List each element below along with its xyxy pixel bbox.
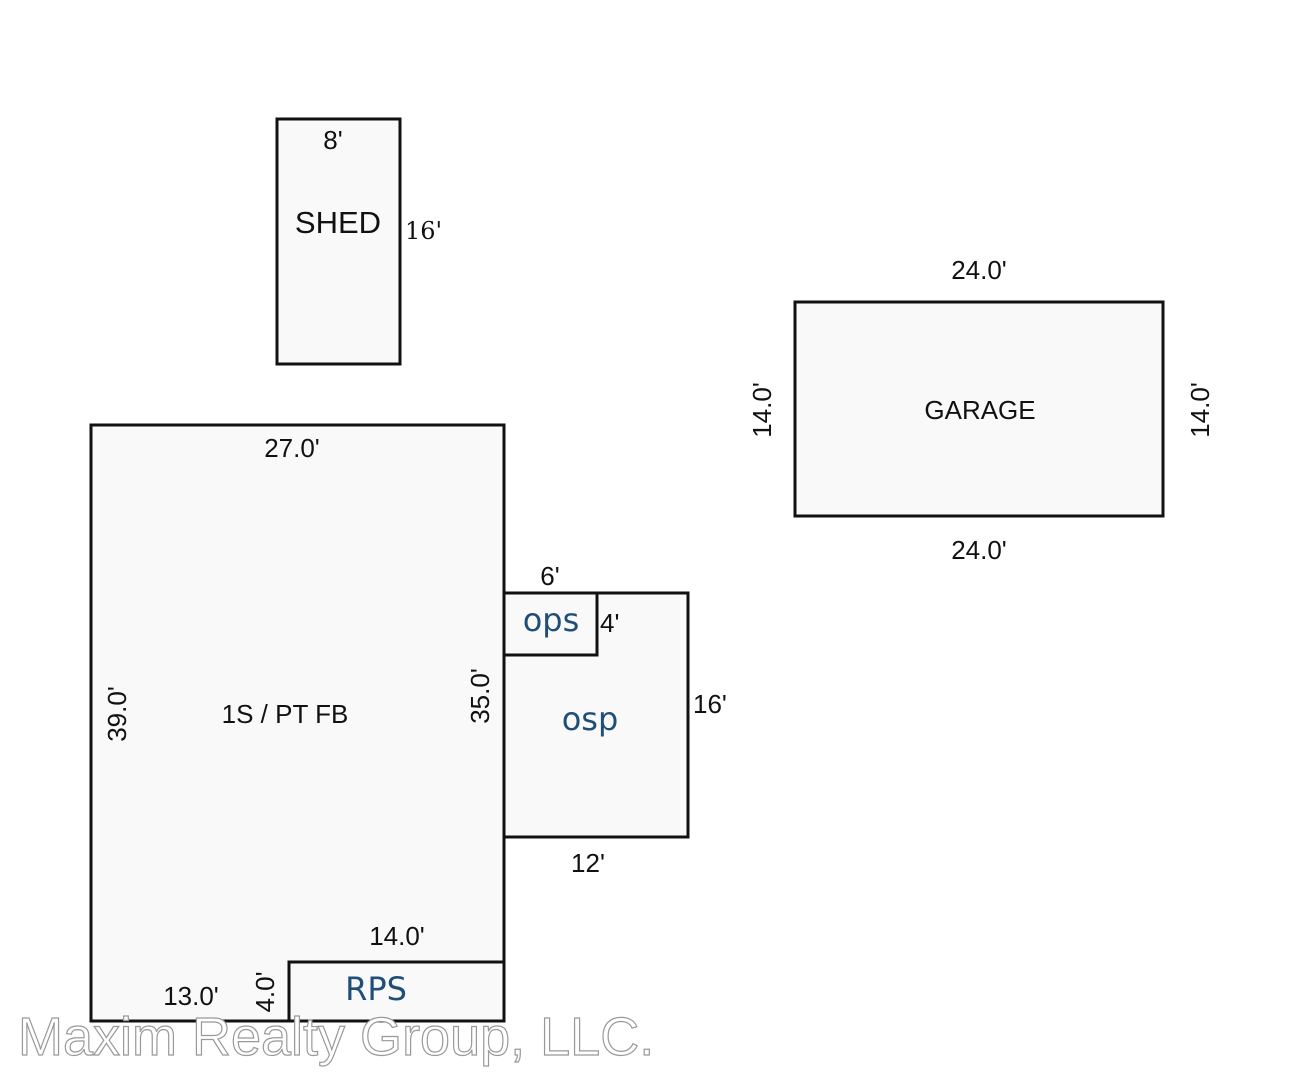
house-bottom-left-dim: 13.0' bbox=[163, 981, 219, 1011]
garage-top-dim: 24.0' bbox=[951, 255, 1007, 285]
rps-outline bbox=[287, 960, 506, 1023]
osp-length-dim: 16' bbox=[693, 689, 727, 719]
shed: 8' SHED 16' bbox=[275, 117, 442, 366]
shed-length-label: 16' bbox=[405, 217, 442, 245]
garage-outline bbox=[793, 300, 1165, 518]
garage-left-dim: 14.0' bbox=[747, 382, 777, 438]
house-right-dim: 35.0' bbox=[465, 668, 495, 724]
osp-width-dim: 12' bbox=[571, 848, 605, 878]
ops-width-dim: 6' bbox=[540, 561, 559, 591]
garage-right-dim: 14.0' bbox=[1185, 382, 1215, 438]
garage: 24.0' 24.0' 14.0' 14.0' GARAGE bbox=[747, 255, 1215, 565]
osp-name: osp bbox=[562, 700, 619, 738]
shed-width-label: 8' bbox=[323, 125, 342, 155]
ops-name: ops bbox=[523, 601, 580, 639]
house-notch-side-dim: 4.0' bbox=[250, 971, 280, 1012]
ops-depth-dim: 4' bbox=[600, 608, 619, 638]
rps-name: RPS bbox=[345, 970, 407, 1008]
ops: ops 6' 4' bbox=[502, 561, 619, 657]
shed-name: SHED bbox=[295, 205, 381, 240]
rps: RPS bbox=[287, 960, 506, 1023]
ops-outline bbox=[502, 591, 599, 657]
watermark: Maxim Realty Group, LLC. bbox=[18, 1007, 654, 1067]
garage-bottom-dim: 24.0' bbox=[951, 535, 1007, 565]
garage-name: GARAGE bbox=[924, 395, 1035, 425]
house-left-dim: 39.0' bbox=[102, 686, 132, 742]
shed-outline bbox=[275, 117, 402, 366]
house-top-dim: 27.0' bbox=[264, 433, 320, 463]
house-notch-top-dim: 14.0' bbox=[369, 921, 425, 951]
house-name: 1S / PT FB bbox=[222, 699, 349, 729]
house: 27.0' 39.0' 35.0' 1S / PT FB 14.0' 13.0'… bbox=[89, 423, 506, 1023]
